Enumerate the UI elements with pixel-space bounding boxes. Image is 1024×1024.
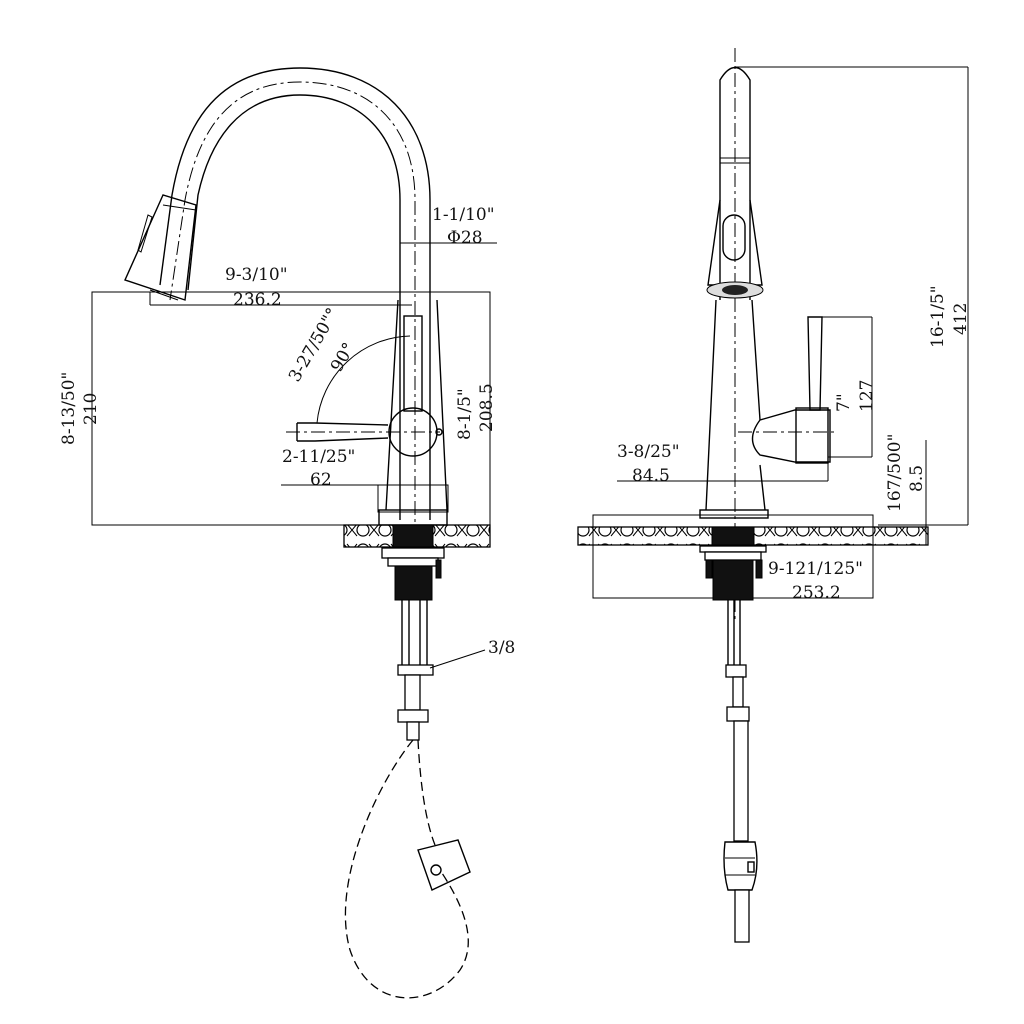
body-offset-mm: 84.5 xyxy=(632,466,670,486)
hose-loop xyxy=(344,739,469,999)
hose-weight-front xyxy=(723,841,758,891)
handle-swing-angle: 90° xyxy=(327,339,359,375)
shank-length-in: 9-121/125" xyxy=(768,559,863,579)
body-offset-in: 3-8/25" xyxy=(617,442,680,462)
handle-swing-in: 3-27/50"° xyxy=(285,305,343,386)
body-front xyxy=(705,299,766,511)
total-height-mm: 412 xyxy=(951,303,971,335)
spout-inner xyxy=(187,94,401,520)
front-view: 7" 127 16-1/5" 412 3-8/25" 84.5 167/500"… xyxy=(577,48,971,943)
connector-size: 3/8 xyxy=(488,638,515,658)
handle-height-in: 8-1/5" xyxy=(455,388,475,440)
reach-in: 9-3/10" xyxy=(225,265,288,285)
spout-outer xyxy=(159,67,431,520)
swing-arc xyxy=(316,335,411,424)
handle-reach-in: 7" xyxy=(834,393,854,412)
hose-weight xyxy=(417,839,471,891)
spout-height-in: 8-13/50" xyxy=(59,372,79,445)
shank-length-mm: 253.2 xyxy=(792,583,841,603)
spout-height-mm: 210 xyxy=(81,393,101,425)
handle-length-mm: 62 xyxy=(310,470,332,490)
side-view: 1-1/10" Φ28 9-3/10" 236.2 8-13/50" 210 3… xyxy=(59,67,515,999)
handle-reach-mm: 127 xyxy=(857,380,877,412)
handle-length-in: 2-11/25" xyxy=(282,447,355,467)
faucet-body xyxy=(385,299,448,511)
sprayer-head xyxy=(124,194,197,301)
spout-diameter-mm: Φ28 xyxy=(447,228,483,248)
reach-mm: 236.2 xyxy=(233,290,282,310)
spout-diameter-in: 1-1/10" xyxy=(432,205,495,225)
base-height-in: 167/500" xyxy=(885,434,905,512)
handle-height-mm: 208.5 xyxy=(477,383,497,432)
base-height-mm: 8.5 xyxy=(907,465,927,492)
total-height-in: 16-1/5" xyxy=(928,285,948,348)
